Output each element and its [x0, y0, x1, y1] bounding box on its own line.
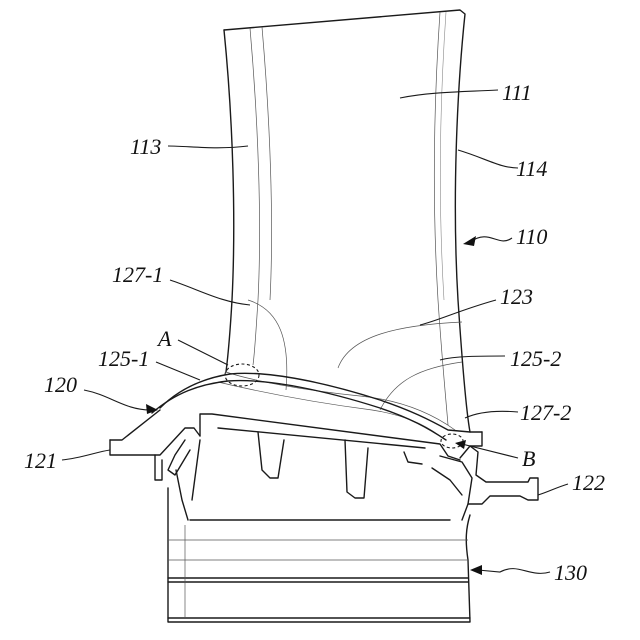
arrowheads	[146, 236, 482, 575]
airfoil	[224, 10, 470, 432]
label-125-1: 125-1	[98, 346, 149, 371]
label-130: 130	[554, 560, 587, 585]
label-110: 110	[516, 224, 547, 249]
label-a: A	[156, 326, 172, 351]
leader-lines	[62, 90, 568, 573]
label-127-1: 127-1	[112, 262, 163, 287]
label-111: 111	[502, 80, 532, 105]
label-123: 123	[500, 284, 533, 309]
platform	[110, 373, 482, 480]
label-120: 120	[44, 372, 77, 397]
detail-circle-a	[225, 364, 259, 386]
label-122: 122	[572, 470, 605, 495]
label-125-2: 125-2	[510, 346, 561, 371]
label-127-2: 127-2	[520, 400, 571, 425]
label-113: 113	[130, 134, 161, 159]
root	[168, 488, 470, 622]
label-b: B	[522, 446, 535, 471]
label-114: 114	[516, 156, 547, 181]
label-121: 121	[24, 448, 57, 473]
root-teeth	[176, 432, 422, 520]
